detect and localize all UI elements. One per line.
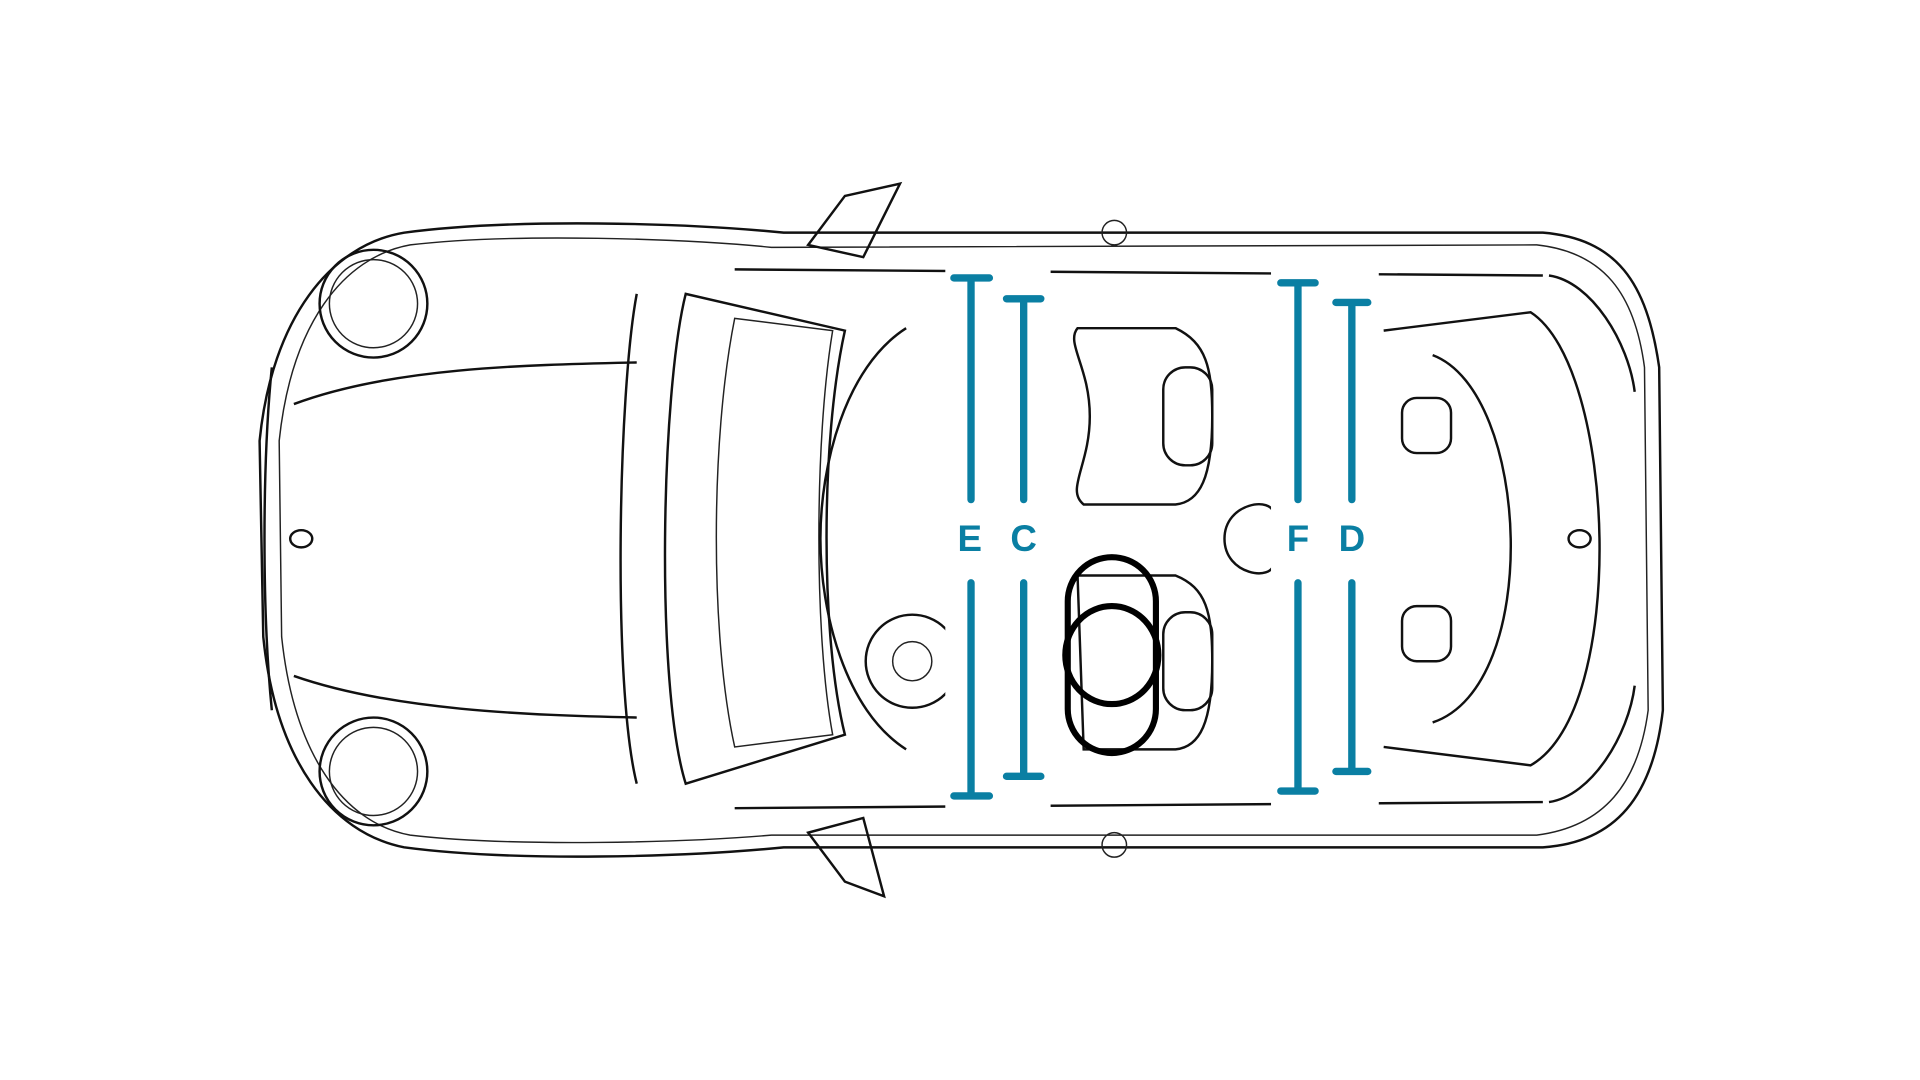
dimension-C: C [1002, 295, 1045, 780]
dimension-E: E [950, 274, 994, 800]
car-body-drawing [258, 181, 1665, 899]
dimension-label-C: C [1010, 518, 1037, 559]
dimension-label-D: D [1339, 518, 1366, 559]
dimension-D: D [1332, 298, 1372, 776]
dimension-label-E: E [958, 518, 983, 559]
dimension-F: F [1277, 279, 1319, 795]
dimension-label-F: F [1287, 518, 1309, 559]
